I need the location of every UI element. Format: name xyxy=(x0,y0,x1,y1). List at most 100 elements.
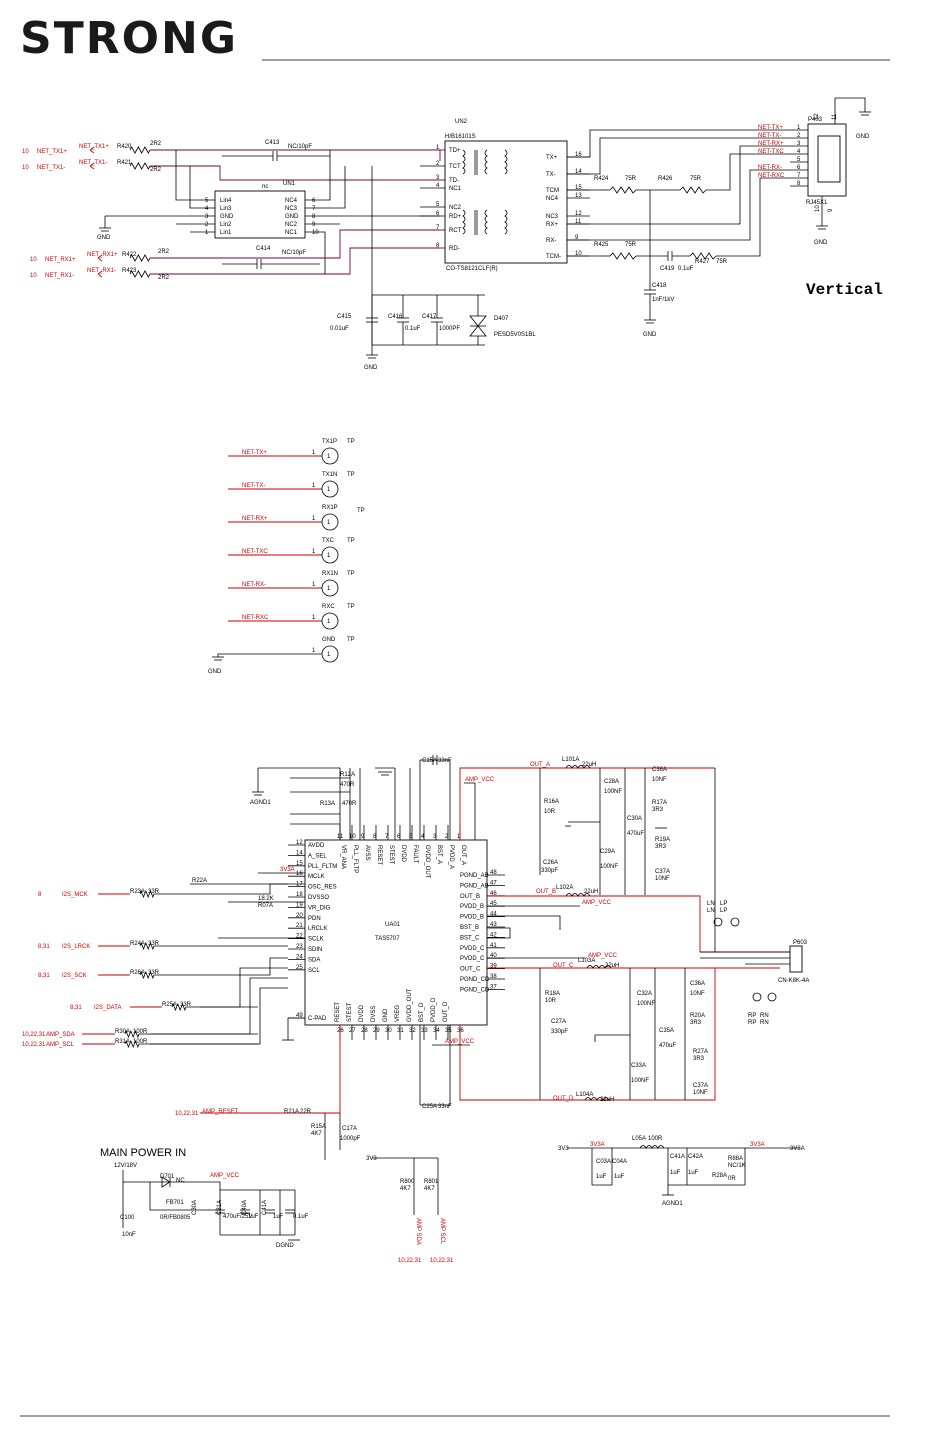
un1-pin-num: 10 xyxy=(312,230,319,236)
mp-cap-ref: C30A xyxy=(192,1200,198,1215)
rp-terminal-icon xyxy=(752,992,762,1002)
c25-val: 33nF xyxy=(438,1104,452,1110)
testpoint-icon xyxy=(321,546,339,564)
input-arrow-icon xyxy=(97,270,103,278)
amp-pin-num: 28 xyxy=(361,1028,368,1034)
input-net-tag: NET_RX1- xyxy=(87,268,116,274)
un2-pin-num: 14 xyxy=(575,169,582,175)
input-net-label: NET_RX1+ xyxy=(45,257,76,263)
amp-pin-num: 40 xyxy=(490,953,497,959)
amp-pin-num: 18 xyxy=(296,892,303,898)
tp-tag: TP xyxy=(347,439,355,445)
rp-1: RP xyxy=(748,1013,756,1019)
tp-pin-num: 1 xyxy=(312,582,316,588)
amp-input-val: 33R xyxy=(180,1002,192,1008)
l101-val: 22uH xyxy=(582,762,596,768)
testpoint-icon xyxy=(321,480,339,498)
lp-terminal-icon xyxy=(713,917,723,927)
l103-val: 22uH xyxy=(605,963,619,969)
amp-pin-num: 26 xyxy=(337,1028,344,1034)
amp-pin-num: 1 xyxy=(457,834,461,840)
amp-pin-name: PDN xyxy=(308,916,321,922)
ln-1: LN xyxy=(707,901,715,907)
amp-pin-num: 37 xyxy=(490,984,497,990)
un2-part2: CO-TS8121CLF(R) xyxy=(446,266,498,272)
gnd-rj-top: GND xyxy=(856,134,870,140)
input-net-tag: NET_TX1- xyxy=(79,160,107,166)
input-res-ref: R420 xyxy=(117,144,132,150)
amp-input-val: 33R xyxy=(148,970,160,976)
c41-ref: C41A xyxy=(670,1154,685,1160)
un1-pin-name: Lin2 xyxy=(220,222,232,228)
c04-ref: C04A xyxy=(612,1159,627,1165)
c100-ref: C100 xyxy=(120,1215,135,1221)
c25-ref: C25A xyxy=(422,1104,437,1110)
un2-pin-name: RX+ xyxy=(546,222,558,228)
brand-logo: STRONG xyxy=(20,13,238,64)
input-id: 10 xyxy=(30,257,37,263)
input-net-label: NET_TX1- xyxy=(37,165,65,171)
amp-pin-num: 42 xyxy=(490,932,497,938)
un1-protector xyxy=(214,190,306,239)
c42-ref: C42A xyxy=(688,1154,703,1160)
r426-ref: R426 xyxy=(658,176,673,182)
c30-ref: C30A xyxy=(627,816,642,822)
amp-input-id: 8,31 xyxy=(38,944,50,950)
c27-val: 330pF xyxy=(551,1029,568,1035)
r425-val: 75R xyxy=(625,242,637,248)
gnd-c418: GND xyxy=(643,332,657,338)
amp-vcc-power: AMP_VCC xyxy=(210,1173,240,1179)
amp-vcc-d: AMP_VCC xyxy=(445,1039,475,1045)
tp-tag: TP xyxy=(357,508,365,514)
c414-val: NC/10pF xyxy=(282,250,306,256)
amp-pin-name: STEST xyxy=(347,1002,353,1022)
c413-ref: C413 xyxy=(265,140,280,146)
amp-pin-name: RESET xyxy=(335,1002,341,1022)
un2-pin-num: 2 xyxy=(436,161,440,167)
v3v3a-out-2: 3V3A xyxy=(790,1146,805,1152)
amp-pin-num: 2 xyxy=(445,834,449,840)
r800-val: 4K7 xyxy=(400,1186,411,1192)
un1-gnd: GND xyxy=(97,235,111,241)
un2-pin-num: 13 xyxy=(575,193,582,199)
tp-ref: TX1P xyxy=(322,439,337,445)
amp-input-res: R30A xyxy=(115,1029,130,1035)
amp-pin-name: PVDD_C xyxy=(460,956,485,962)
c36-val-top: 10NF xyxy=(652,777,667,783)
scl-id: 10,22,31 xyxy=(430,1258,454,1264)
speaker-connector-p603 xyxy=(789,945,803,973)
un2-transformer xyxy=(444,140,568,264)
un2-pin-name: TD+ xyxy=(449,148,461,154)
c28-ref: C28A xyxy=(604,779,619,785)
tp-ref: RXC xyxy=(322,604,335,610)
amp-pin-name: OUT_C xyxy=(460,967,481,973)
testpoint-icon xyxy=(321,447,339,465)
amp-input-id: 8,31 xyxy=(70,1005,82,1011)
r17-val: 3R3 xyxy=(652,807,664,813)
r16-val: 10R xyxy=(544,809,556,815)
un2-pin-num: 16 xyxy=(575,152,582,158)
tp-net-label: NET-TX- xyxy=(242,483,265,489)
un1-pin-num: 8 xyxy=(312,214,316,220)
tp-pin-num: 1 xyxy=(312,549,316,555)
c419-ref: C419 xyxy=(660,266,675,272)
un2-pin-num: 3 xyxy=(436,175,440,181)
un2-pin-num: 15 xyxy=(575,185,582,191)
c419-val: 0.1uF xyxy=(678,266,694,272)
amp-pin-name: SDA xyxy=(308,957,320,963)
p403-pin: 12 xyxy=(814,113,820,120)
rj-net-label: NET-RX+ xyxy=(758,141,784,147)
fb-val: 0R/FB0805 xyxy=(160,1215,191,1221)
c37-ref-top: C37A xyxy=(655,869,670,875)
tp-ref: TXC xyxy=(322,538,335,544)
l104-val: 22uH xyxy=(600,1097,614,1103)
un1-pin-num: 2 xyxy=(205,222,209,228)
r17-ref: R17A xyxy=(652,800,667,806)
amp-pin-name: BST_C xyxy=(460,935,480,941)
r15-val: 4K7 xyxy=(311,1131,322,1137)
cap-ref: C415 xyxy=(337,314,352,320)
tp-net-label: NET-TXC xyxy=(242,549,268,555)
amp-pin-name: BST_B xyxy=(460,925,479,931)
